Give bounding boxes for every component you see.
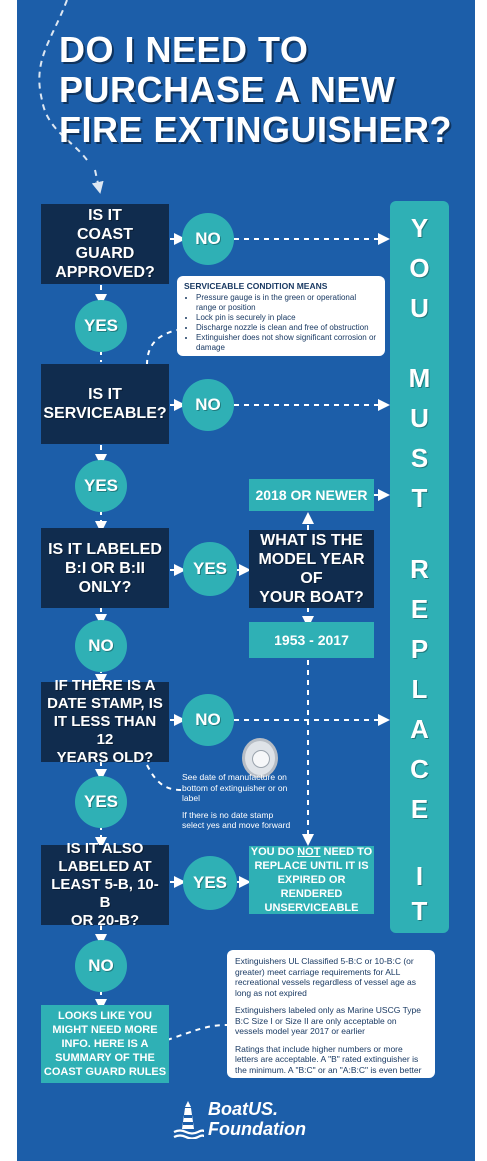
coast-guard-rules-note: Extinguishers UL Classified 5-B:C or 10-… xyxy=(227,950,435,1078)
question-labeled-bi-bii-only: IS IT LABELED B:I OR B:II ONLY? xyxy=(41,528,169,608)
list-item: Extinguisher does not show significant c… xyxy=(196,333,378,353)
result-you-must-replace-it: Y O U M U S T R E P L A C E I T xyxy=(390,201,449,933)
summary-line: MIGHT NEED MORE xyxy=(52,1024,158,1036)
answer-no-not-serviceable: NO xyxy=(182,379,234,431)
infographic-poster: DO I NEED TO PURCHASE A NEW FIRE EXTINGU… xyxy=(17,0,475,1161)
title-line: PURCHASE A NEW xyxy=(59,69,396,110)
bar-letter: Y xyxy=(410,213,429,243)
result-no-need-to-replace: YOU DO NOT NEED TO REPLACE UNTIL IT IS E… xyxy=(249,846,374,914)
question-line: SERVICEABLE? xyxy=(43,405,167,422)
logo-wordmark: BoatUS. Foundation xyxy=(208,1099,306,1139)
result-text: YOU DO xyxy=(250,846,298,858)
bar-letter: S xyxy=(410,443,429,473)
note-text: If there is no date stamp select yes and… xyxy=(182,809,291,831)
question-line: IT LESS THAN 12 xyxy=(53,713,157,748)
list-item: Discharge nozzle is clean and free of ob… xyxy=(196,323,378,333)
bar-letter: T xyxy=(411,483,428,513)
poster-title: DO I NEED TO PURCHASE A NEW FIRE EXTINGU… xyxy=(59,30,469,150)
title-line: FIRE EXTINGUISHER? xyxy=(59,109,453,150)
bar-letter: M xyxy=(408,363,431,393)
note-heading: SERVICEABLE CONDITION MEANS xyxy=(184,281,328,291)
result-text: NEED TO xyxy=(320,846,373,858)
question-line: IS IT xyxy=(88,386,122,403)
question-line: LABELED AT xyxy=(58,858,152,875)
date-stamp-note: See date of manufacture on bottom of ext… xyxy=(182,772,294,837)
question-serviceable: IS IT SERVICEABLE? xyxy=(41,364,169,444)
answer-no-not-approved: NO xyxy=(182,213,234,265)
bar-letter: T xyxy=(411,896,428,926)
question-line: YEARS OLD? xyxy=(56,749,154,766)
result-line: YOU DO NOT NEED TO xyxy=(249,845,374,859)
question-line: WHAT IS THE xyxy=(260,532,363,549)
rule-text: Extinguishers labeled only as Marine USC… xyxy=(235,1005,421,1036)
bar-letter: P xyxy=(410,634,429,664)
answer-yes-rated: YES xyxy=(183,856,237,910)
list-item: Lock pin is securely in place xyxy=(196,313,378,323)
logo-line: BoatUS. xyxy=(208,1099,279,1119)
summary-line: LOOKS LIKE YOU xyxy=(58,1010,152,1022)
question-labeled-5b-10b-20b: IS IT ALSO LABELED AT LEAST 5-B, 10-B OR… xyxy=(41,840,169,929)
question-model-year: WHAT IS THE MODEL YEAR OF YOUR BOAT? xyxy=(249,530,374,608)
bar-letter: C xyxy=(410,754,429,784)
question-line: OR 20-B? xyxy=(70,912,140,929)
option-2018-or-newer: 2018 OR NEWER xyxy=(249,479,374,511)
rule-text: Extinguishers UL Classified 5-B:C or 10-… xyxy=(235,956,416,998)
result-line: REPLACE UNTIL IT IS xyxy=(254,860,369,872)
question-line: COAST GUARD xyxy=(75,226,135,262)
boatus-foundation-logo: BoatUS. Foundation xyxy=(172,1099,347,1141)
bar-letter: A xyxy=(410,714,429,744)
bar-letter: U xyxy=(410,403,429,433)
result-line: EXPIRED OR RENDERED xyxy=(277,874,346,900)
question-line: IS IT xyxy=(88,207,122,224)
option-1953-2017: 1953 - 2017 xyxy=(249,622,374,658)
question-line: IS IT LABELED xyxy=(48,540,162,558)
logo-line: Foundation xyxy=(208,1119,306,1139)
summary-line: COAST GUARD RULES xyxy=(43,1066,167,1078)
answer-yes-approved: YES xyxy=(75,300,127,352)
result-line: UNSERVICEABLE xyxy=(264,902,359,914)
flow-connectors xyxy=(38,0,390,1041)
question-coast-guard-approved: IS IT COAST GUARD APPROVED? xyxy=(41,204,169,284)
answer-no-too-old: NO xyxy=(182,694,234,746)
answer-no-not-rated: NO xyxy=(75,940,127,992)
question-line: IF THERE IS A xyxy=(54,677,156,694)
question-line: DATE STAMP, IS xyxy=(47,695,163,712)
list-item: Pressure gauge is in the green or operat… xyxy=(196,293,378,313)
serviceable-criteria-list: Pressure gauge is in the green or operat… xyxy=(184,293,378,353)
answer-yes-serviceable: YES xyxy=(75,460,127,512)
rule-text: Ratings that include higher numbers or m… xyxy=(235,1043,422,1075)
question-line: B:I OR B:II xyxy=(65,559,145,577)
summary-line: INFO. HERE IS A xyxy=(61,1038,149,1050)
question-line: IS IT ALSO xyxy=(66,840,144,857)
bar-letter: U xyxy=(410,293,429,323)
answer-yes-bi-bii-only: YES xyxy=(183,542,237,596)
answer-no-not-bi-bii-only: NO xyxy=(75,620,127,672)
answer-yes-recent: YES xyxy=(75,776,127,828)
bar-letter: O xyxy=(409,253,430,283)
summary-more-info-box: LOOKS LIKE YOU MIGHT NEED MORE INFO. HER… xyxy=(41,1005,169,1083)
title-line: DO I NEED TO xyxy=(59,29,309,70)
bar-letter: E xyxy=(410,794,429,824)
question-line: ONLY? xyxy=(78,578,132,596)
serviceable-condition-note: SERVICEABLE CONDITION MEANS Pressure gau… xyxy=(177,276,385,356)
question-line: MODEL YEAR OF xyxy=(258,551,365,587)
bar-letter: R xyxy=(410,554,429,584)
question-line: APPROVED? xyxy=(55,264,155,281)
question-line: LEAST 5-B, 10-B xyxy=(51,876,159,911)
summary-line: SUMMARY OF THE xyxy=(55,1052,155,1064)
bar-letter: L xyxy=(411,674,428,704)
lighthouse-logo-icon xyxy=(173,1101,204,1139)
bar-letter: E xyxy=(410,594,429,624)
question-line: YOUR BOAT? xyxy=(259,589,364,606)
result-emphasis: NOT xyxy=(297,846,321,858)
extinguisher-gauge-icon xyxy=(242,738,278,778)
bar-letter: I xyxy=(415,861,424,891)
note-text: See date of manufacture on bottom of ext… xyxy=(182,772,288,803)
question-date-stamp-age: IF THERE IS A DATE STAMP, IS IT LESS THA… xyxy=(41,677,169,766)
